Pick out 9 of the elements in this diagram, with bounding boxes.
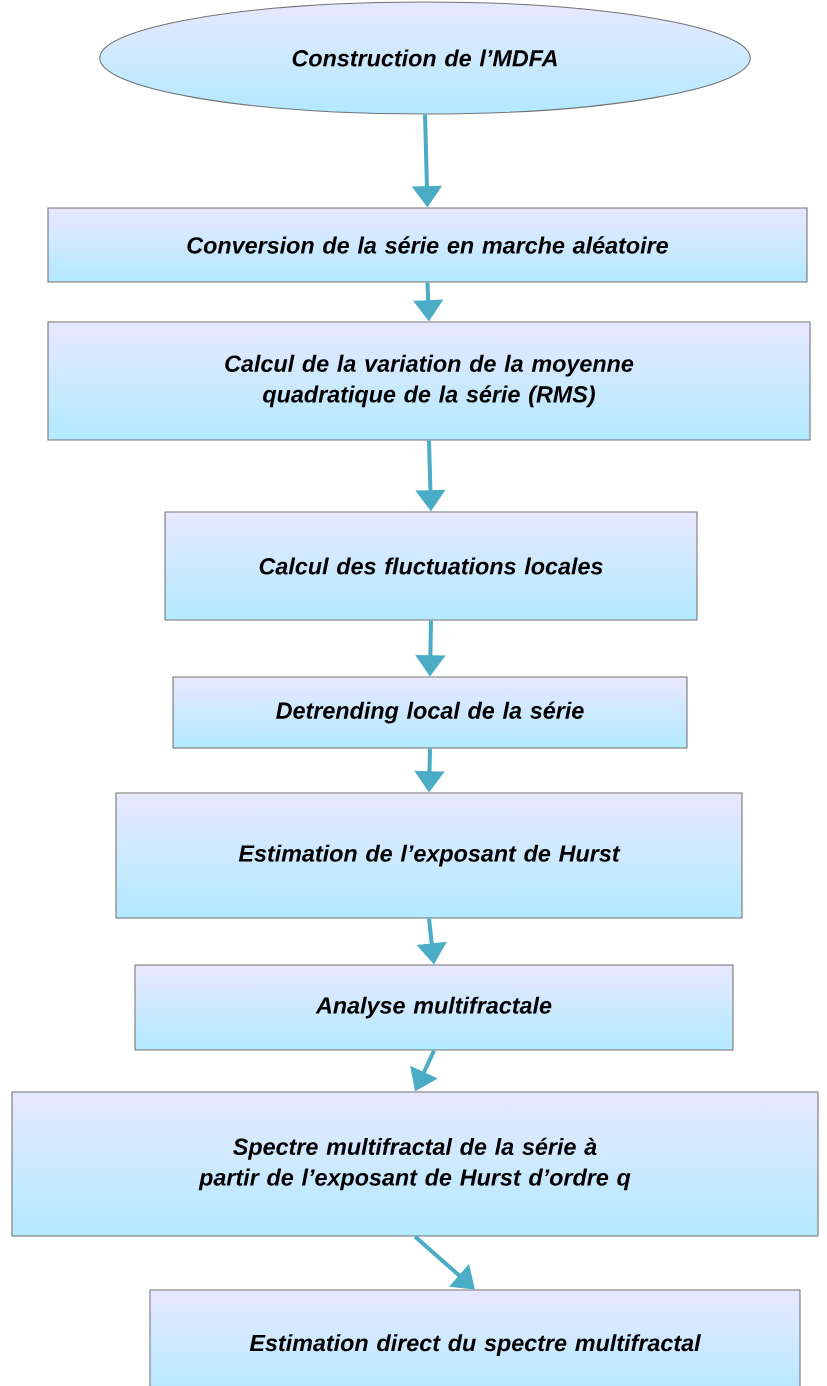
process-box: Calcul des fluctuations locales <box>164 511 698 621</box>
process-box: Conversion de la série en marche aléatoire <box>47 207 808 283</box>
process-box: Calcul de la variation de la moyenne quadratique de la série (RMS) <box>47 321 811 441</box>
arrow <box>413 1235 475 1290</box>
process-box: Estimation direct du spectre multifractal <box>149 1289 801 1386</box>
process-box: Estimation de l’exposant de Hurst <box>115 792 743 919</box>
process-box: Analyse multifractale <box>134 964 734 1051</box>
process-box: Detrending local de la série <box>172 676 688 749</box>
process-box: Spectre multifractal de la série à partir de l’exposant de Hurst d’ordre q <box>11 1091 819 1237</box>
